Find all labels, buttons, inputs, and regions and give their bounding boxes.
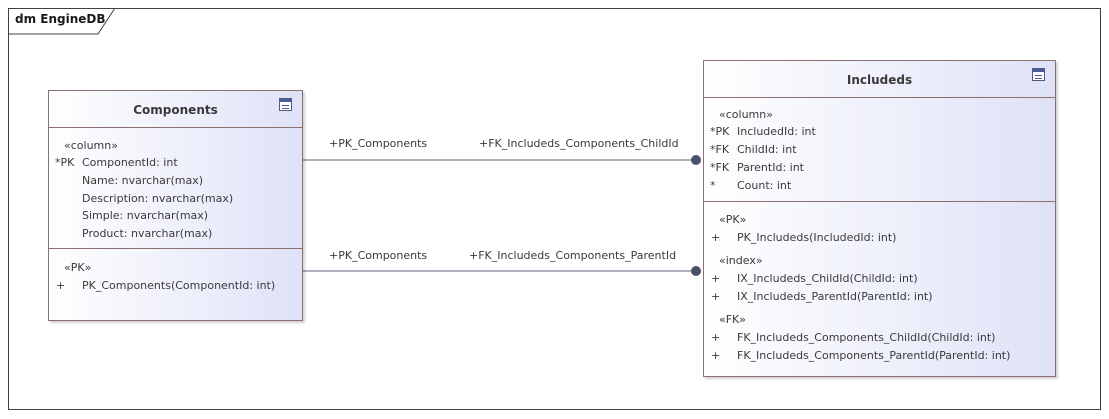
includeds-col-3[interactable]: ParentId: int bbox=[737, 161, 804, 174]
includeds-index-op-2-marker: + bbox=[711, 290, 721, 303]
includeds-col-4-marker: * bbox=[710, 179, 716, 192]
includeds-pk-op-marker: + bbox=[711, 231, 721, 244]
connector-childid-end bbox=[691, 155, 701, 165]
components-col-5[interactable]: Product: nvarchar(max) bbox=[82, 227, 213, 240]
includeds-col-3-marker: *FK bbox=[710, 161, 730, 174]
includeds-table[interactable]: Includeds «column» *PK IncludedId: int *… bbox=[703, 60, 1056, 377]
connector-parentid-end bbox=[691, 266, 701, 276]
components-column-stereotype: «column» bbox=[64, 139, 118, 152]
table-icon bbox=[279, 98, 292, 111]
includeds-index-stereotype: «index» bbox=[719, 254, 763, 267]
diagram-title: dm EngineDB bbox=[15, 12, 106, 26]
includeds-col-1[interactable]: IncludedId: int bbox=[737, 125, 816, 138]
includeds-title: Includeds bbox=[846, 73, 913, 87]
components-col-1[interactable]: ComponentId: int bbox=[82, 156, 178, 169]
components-col-4[interactable]: Simple: nvarchar(max) bbox=[82, 209, 209, 222]
includeds-pk-stereotype: «PK» bbox=[719, 213, 747, 226]
components-columns-divider bbox=[49, 248, 302, 249]
includeds-index-op-1-marker: + bbox=[711, 272, 721, 285]
includeds-fk-op-1-marker: + bbox=[711, 331, 721, 344]
includeds-index-op-2[interactable]: IX_Includeds_ParentId(ParentId: int) bbox=[737, 290, 933, 303]
includeds-col-4[interactable]: Count: int bbox=[737, 179, 792, 192]
includeds-pk-op[interactable]: PK_Includeds(IncludedId: int) bbox=[737, 231, 897, 244]
connector-1-source-role: +PK_Components bbox=[329, 137, 428, 150]
components-header-divider bbox=[49, 127, 302, 128]
components-col-2[interactable]: Name: nvarchar(max) bbox=[82, 174, 203, 187]
includeds-header-divider bbox=[704, 97, 1055, 98]
components-pk-op-marker: + bbox=[56, 279, 66, 292]
connector-2-source-role: +PK_Components bbox=[329, 249, 428, 262]
connector-2-target-role: +FK_Includeds_Components_ParentId bbox=[469, 249, 677, 262]
includeds-columns-divider bbox=[704, 201, 1055, 202]
includeds-column-stereotype: «column» bbox=[719, 108, 773, 121]
diagram-frame-tab bbox=[8, 8, 116, 35]
includeds-index-op-1[interactable]: IX_Includeds_ChildId(ChildId: int) bbox=[737, 272, 918, 285]
includeds-fk-op-1[interactable]: FK_Includeds_Components_ChildId(ChildId:… bbox=[737, 331, 996, 344]
components-col-3[interactable]: Description: nvarchar(max) bbox=[82, 192, 234, 205]
connector-1-target-role: +FK_Includeds_Components_ChildId bbox=[479, 137, 679, 150]
diagram-frame bbox=[8, 8, 1101, 410]
components-col-1-marker: *PK bbox=[55, 156, 75, 169]
includeds-fk-op-2[interactable]: FK_Includeds_Components_ParentId(ParentI… bbox=[737, 349, 1011, 362]
includeds-col-2[interactable]: ChildId: int bbox=[737, 143, 797, 156]
components-table[interactable]: Components «column» *PK ComponentId: int… bbox=[48, 90, 303, 321]
components-pk-stereotype: «PK» bbox=[64, 261, 92, 274]
components-pk-op[interactable]: PK_Components(ComponentId: int) bbox=[82, 279, 276, 292]
table-icon bbox=[1032, 68, 1045, 81]
includeds-col-2-marker: *FK bbox=[710, 143, 730, 156]
includeds-fk-op-2-marker: + bbox=[711, 349, 721, 362]
includeds-fk-stereotype: «FK» bbox=[719, 313, 747, 326]
components-title: Components bbox=[133, 103, 218, 117]
includeds-col-1-marker: *PK bbox=[710, 125, 730, 138]
